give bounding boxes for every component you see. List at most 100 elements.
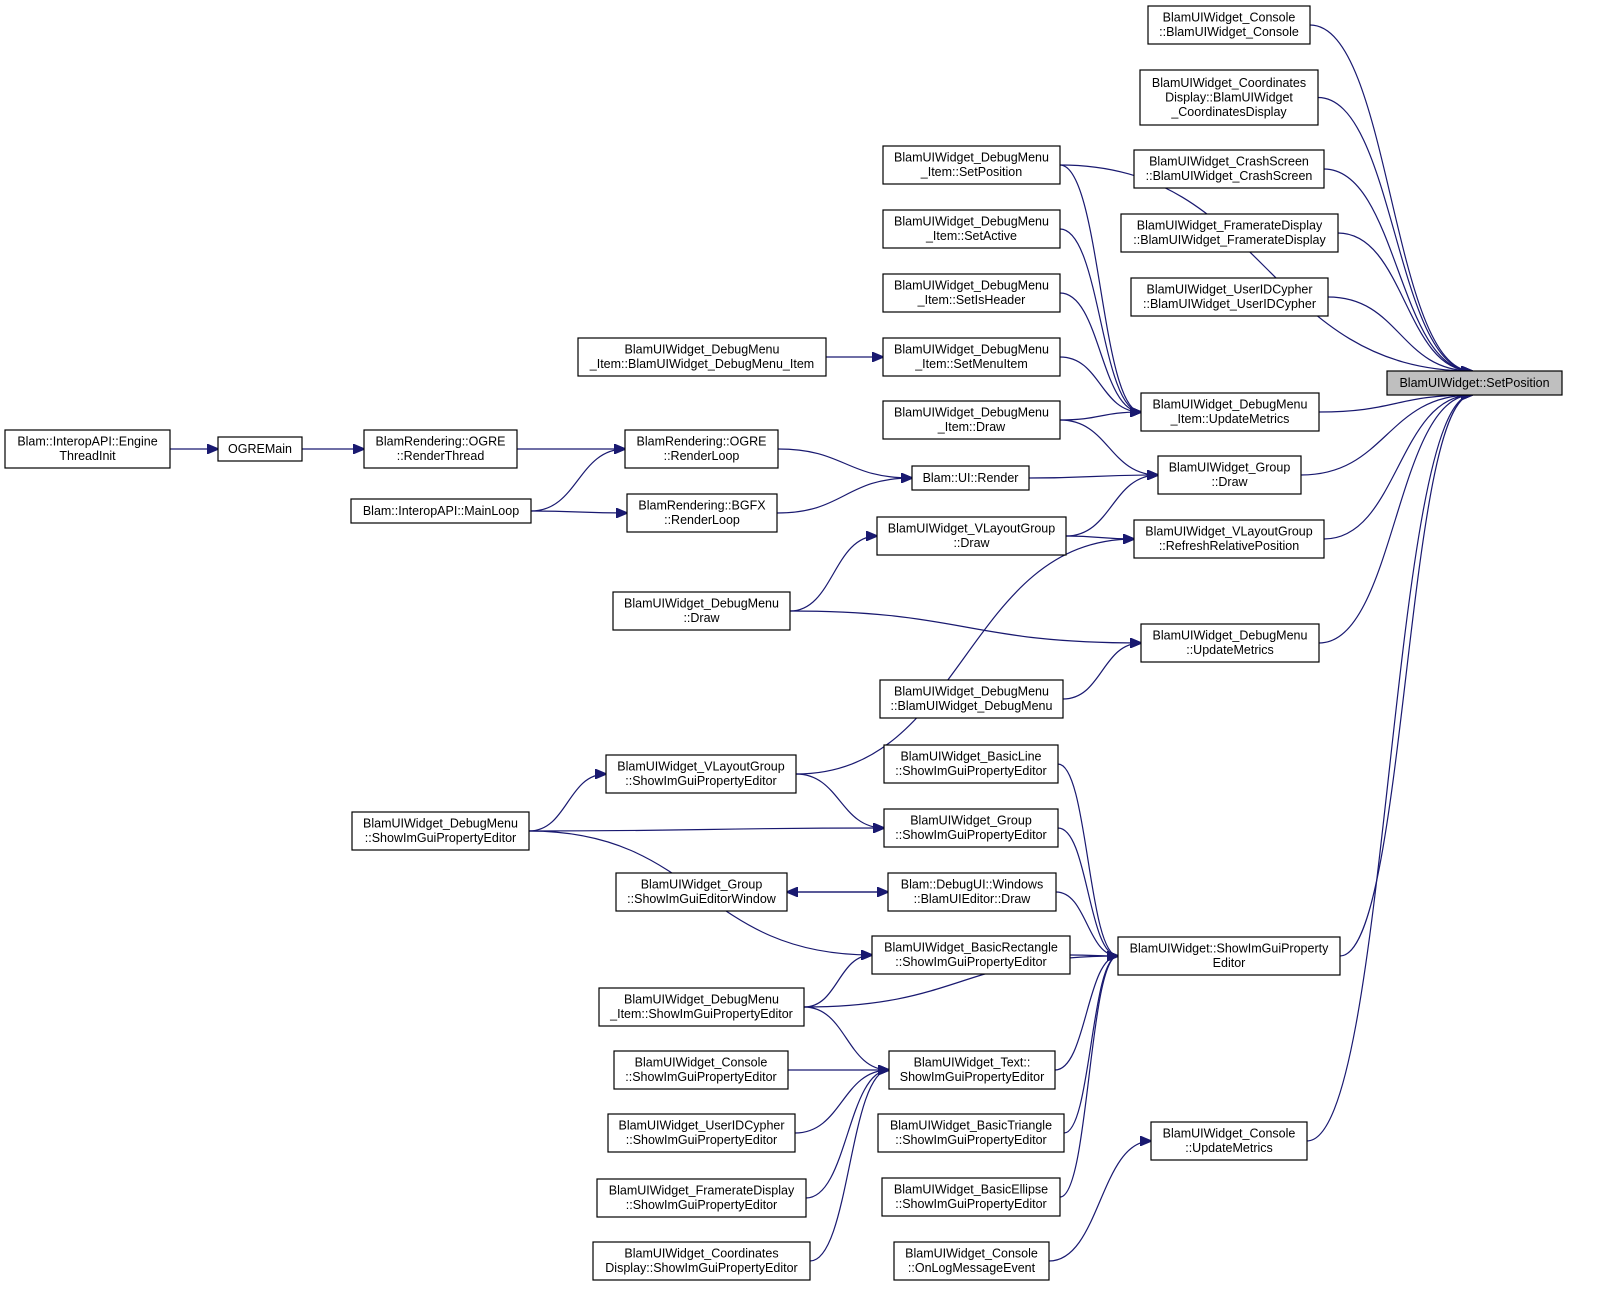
graph-node-dmi_draw[interactable]: BlamUIWidget_DebugMenu_Item::Draw: [882, 400, 1061, 440]
graph-node-widget_show[interactable]: BlamUIWidget::ShowImGuiPropertyEditor: [1117, 936, 1341, 976]
node-box: [612, 591, 791, 631]
graph-node-ui_render[interactable]: Blam::UI::Render: [911, 465, 1030, 491]
node-label-line: ::ShowImGuiPropertyEditor: [365, 831, 516, 845]
node-label-line: Display::BlamUIWidget: [1165, 90, 1293, 104]
node-label-line: ::OnLogMessageEvent: [908, 1261, 1036, 1275]
node-box: [1133, 149, 1325, 189]
graph-node-group_draw[interactable]: BlamUIWidget_Group::Draw: [1157, 455, 1302, 495]
node-box: [882, 400, 1061, 440]
node-label-line: _Item::SetPosition: [920, 165, 1022, 179]
node-label-line: BlamUIWidget_DebugMenu: [894, 215, 1049, 229]
graph-node-ogre_renderloop[interactable]: BlamRendering::OGRE::RenderLoop: [624, 429, 779, 469]
node-label-line: ::BlamUIWidget_CrashScreen: [1146, 169, 1313, 183]
node-label-line: BlamUIWidget_UserIDCypher: [618, 1119, 784, 1133]
node-label-line: ShowImGuiPropertyEditor: [900, 1070, 1045, 1084]
node-label-line: ::UpdateMetrics: [1186, 643, 1274, 657]
node-box: [598, 987, 805, 1027]
graph-node-dm_draw[interactable]: BlamUIWidget_DebugMenu::Draw: [612, 591, 791, 631]
graph-node-coords_ctor[interactable]: BlamUIWidget_CoordinatesDisplay::BlamUIW…: [1139, 69, 1319, 126]
graph-node-console_onlog[interactable]: BlamUIWidget_Console::OnLogMessageEvent: [893, 1241, 1050, 1281]
graph-node-dm_updatemetrics[interactable]: BlamUIWidget_DebugMenu::UpdateMetrics: [1140, 623, 1320, 663]
node-label-line: ::BlamUIWidget_UserIDCypher: [1143, 297, 1316, 311]
edge-vlayout_refresh-to-setposition: [1323, 395, 1472, 540]
graph-node-dmi_setisheader[interactable]: BlamUIWidget_DebugMenu_Item::SetIsHeader: [882, 273, 1061, 313]
edge-vlayout_show-to-group_show: [795, 773, 884, 828]
graph-node-basicline_show[interactable]: BlamUIWidget_BasicLine::ShowImGuiPropert…: [883, 744, 1059, 784]
node-box: [1120, 213, 1339, 253]
graph-node-framerate_ctor[interactable]: BlamUIWidget_FramerateDisplay::BlamUIWid…: [1120, 213, 1339, 253]
graph-node-dmi_show[interactable]: BlamUIWidget_DebugMenu_Item::ShowImGuiPr…: [598, 987, 805, 1027]
node-label-line: ::RefreshRelativePosition: [1159, 539, 1299, 553]
edge-framerate_ctor-to-setposition: [1337, 232, 1472, 371]
node-label-line: BlamUIWidget_DebugMenu: [625, 343, 780, 357]
node-label-line: ::Draw: [953, 536, 990, 550]
node-label-line: BlamUIWidget_DebugMenu: [894, 343, 1049, 357]
node-label-line: BlamRendering::OGRE: [376, 435, 506, 449]
node-label-line: BlamUIWidget_Console: [1163, 1127, 1296, 1141]
graph-node-console_ctor[interactable]: BlamUIWidget_Console::BlamUIWidget_Conso…: [1147, 5, 1311, 45]
node-label-line: BlamUIWidget_DebugMenu: [894, 151, 1049, 165]
graph-node-dmi_setactive[interactable]: BlamUIWidget_DebugMenu_Item::SetActive: [882, 209, 1061, 249]
graph-node-setposition[interactable]: BlamUIWidget::SetPosition: [1386, 370, 1563, 396]
graph-node-bgfx_renderloop[interactable]: BlamRendering::BGFX::RenderLoop: [626, 493, 778, 533]
graph-node-text_show[interactable]: BlamUIWidget_Text::ShowImGuiPropertyEdit…: [888, 1050, 1056, 1090]
graph-node-uieditor_draw[interactable]: Blam::DebugUI::Windows::BlamUIEditor::Dr…: [887, 872, 1057, 912]
graph-node-vlayout_refresh[interactable]: BlamUIWidget_VLayoutGroup::RefreshRelati…: [1133, 519, 1325, 559]
edge-dmi_setposition-to-setposition: [1059, 164, 1472, 371]
graph-node-useridc_ctor[interactable]: BlamUIWidget_UserIDCypher::BlamUIWidget_…: [1130, 277, 1329, 317]
node-label-line: Blam::InteropAPI::MainLoop: [363, 504, 519, 518]
graph-node-group_show[interactable]: BlamUIWidget_Group::ShowImGuiPropertyEdi…: [883, 808, 1059, 848]
graph-node-crash_ctor[interactable]: BlamUIWidget_CrashScreen::BlamUIWidget_C…: [1133, 149, 1325, 189]
graph-node-dmi_setmenuitem[interactable]: BlamUIWidget_DebugMenu_Item::SetMenuItem: [882, 337, 1061, 377]
graph-node-console_show[interactable]: BlamUIWidget_Console::ShowImGuiPropertyE…: [613, 1050, 789, 1090]
node-label-line: _Item::ShowImGuiPropertyEditor: [609, 1007, 793, 1021]
graph-node-framerate_show[interactable]: BlamUIWidget_FramerateDisplay::ShowImGui…: [596, 1178, 807, 1218]
node-label-line: BlamRendering::BGFX: [638, 499, 766, 513]
graph-node-dmi_setposition[interactable]: BlamUIWidget_DebugMenu_Item::SetPosition: [882, 145, 1061, 185]
graph-node-dm_show[interactable]: BlamUIWidget_DebugMenu::ShowImGuiPropert…: [351, 811, 530, 851]
node-box: [1117, 936, 1341, 976]
node-label-line: BlamUIWidget_Group: [641, 878, 763, 892]
graph-node-ogre_renderthread[interactable]: BlamRendering::OGRE::RenderThread: [363, 429, 518, 469]
graph-node-useridc_show[interactable]: BlamUIWidget_UserIDCypher::ShowImGuiProp…: [607, 1113, 796, 1153]
graph-node-mainloop[interactable]: Blam::InteropAPI::MainLoop: [350, 498, 532, 524]
node-box: [605, 754, 797, 794]
graph-node-basicellipse_show[interactable]: BlamUIWidget_BasicEllipse::ShowImGuiProp…: [881, 1177, 1061, 1217]
edge-basictri_show-to-widget_show: [1063, 956, 1118, 1134]
edge-dmi_setposition-to-dmi_updatemetrics: [1059, 164, 1141, 412]
graph-node-vlayout_draw[interactable]: BlamUIWidget_VLayoutGroup::Draw: [876, 516, 1067, 556]
node-label-line: OGREMain: [228, 442, 292, 456]
node-label-line: Editor: [1213, 956, 1246, 970]
node-box: [217, 436, 303, 462]
node-box: [1147, 5, 1311, 45]
graph-node-console_updatemetrics[interactable]: BlamUIWidget_Console::UpdateMetrics: [1150, 1121, 1308, 1161]
graph-node-group_editorwindow[interactable]: BlamUIWidget_Group::ShowImGuiEditorWindo…: [615, 872, 788, 912]
graph-node-ogremain[interactable]: OGREMain: [217, 436, 303, 462]
edge-dmi_draw-to-group_draw: [1059, 419, 1158, 475]
node-label-line: ::ShowImGuiPropertyEditor: [895, 828, 1046, 842]
node-label-line: ::ShowImGuiPropertyEditor: [895, 1197, 1046, 1211]
node-label-line: BlamUIWidget_VLayoutGroup: [1145, 525, 1312, 539]
node-label-line: BlamUIWidget_DebugMenu: [894, 406, 1049, 420]
edge-dmi_draw-to-dmi_updatemetrics: [1059, 412, 1141, 421]
graph-node-dmi_updatemetrics[interactable]: BlamUIWidget_DebugMenu_Item::UpdateMetri…: [1140, 392, 1320, 432]
edge-widget_show-to-setposition: [1339, 395, 1472, 957]
graph-node-basictri_show[interactable]: BlamUIWidget_BasicTriangle::ShowImGuiPro…: [877, 1113, 1065, 1153]
graph-node-basicrect_show[interactable]: BlamUIWidget_BasicRectangle::ShowImGuiPr…: [871, 935, 1071, 975]
graph-node-dmi_ctor[interactable]: BlamUIWidget_DebugMenu_Item::BlamUIWidge…: [577, 337, 827, 377]
node-label-line: BlamUIWidget_BasicTriangle: [890, 1119, 1052, 1133]
node-label-line: BlamUIWidget_Text::: [914, 1056, 1031, 1070]
graph-node-coords_show[interactable]: BlamUIWidget_CoordinatesDisplay::ShowImG…: [592, 1241, 811, 1281]
node-label-line: ::RenderThread: [397, 449, 485, 463]
node-box: [882, 209, 1061, 249]
node-label-line: BlamUIWidget_DebugMenu: [894, 279, 1049, 293]
node-label-line: _Item::Draw: [937, 420, 1006, 434]
node-label-line: _Item::SetIsHeader: [917, 293, 1026, 307]
node-label-line: ::BlamUIWidget_Console: [1159, 25, 1299, 39]
graph-node-dm_ctor[interactable]: BlamUIWidget_DebugMenu::BlamUIWidget_Deb…: [879, 679, 1064, 719]
node-label-line: BlamUIWidget_UserIDCypher: [1146, 283, 1312, 297]
graph-node-vlayout_show[interactable]: BlamUIWidget_VLayoutGroup::ShowImGuiProp…: [605, 754, 797, 794]
node-label-line: ::ShowImGuiPropertyEditor: [625, 774, 776, 788]
node-label-line: BlamUIWidget::SetPosition: [1399, 376, 1549, 390]
